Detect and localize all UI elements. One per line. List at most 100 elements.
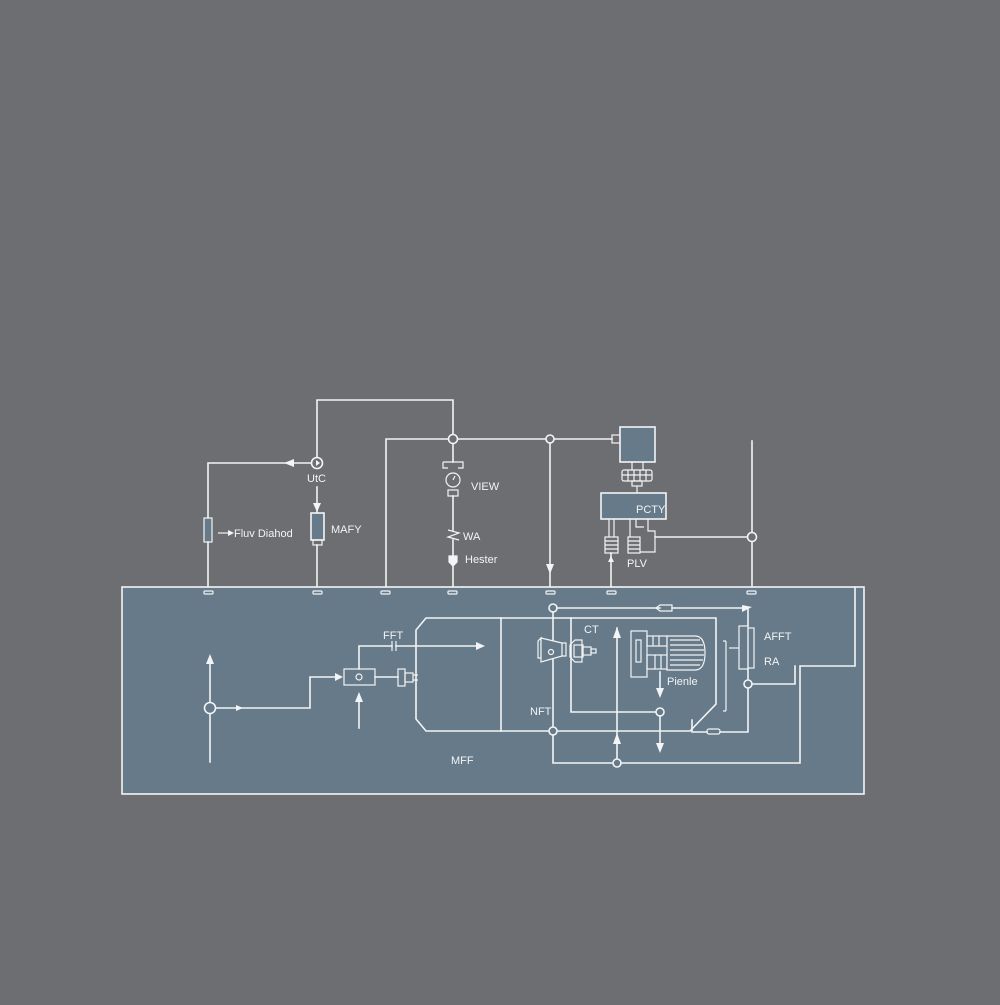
terminal-icon — [746, 590, 757, 595]
arrow-right-icon — [236, 705, 243, 711]
mafy-label: MAFY — [331, 524, 362, 536]
motor-fins-icon — [670, 639, 704, 666]
lower-panel: FFT CT NFT — [121, 586, 865, 795]
pump-neck-icon — [562, 642, 567, 657]
ra-label: RA — [764, 656, 780, 668]
motor-terminal-lines — [652, 636, 660, 646]
arrow-down-icon — [656, 743, 664, 753]
relay-junction-icon — [743, 679, 753, 689]
motor-junction-icon — [655, 707, 665, 717]
motor-mount-icon — [635, 639, 642, 663]
fft-group: FFT — [343, 630, 485, 729]
ct-loop-wire — [570, 617, 661, 713]
heatsink-foot-icon — [631, 480, 643, 487]
motor-coil-lines — [654, 655, 662, 669]
valve-right-stem — [629, 519, 644, 537]
pienle-label: Pienle — [667, 676, 698, 688]
mafy-group: MAFY — [310, 512, 362, 587]
afft-group: AFFT RA — [691, 605, 796, 735]
sensor-node-icon — [203, 701, 217, 715]
bottom-return-wire — [620, 586, 856, 764]
terminal-icon — [545, 590, 556, 595]
arrow-down-icon — [656, 688, 664, 698]
ct-label: CT — [584, 624, 599, 636]
nft-label: NFT — [530, 706, 552, 718]
arrow-up-icon — [613, 733, 621, 744]
arrow-right-icon — [742, 605, 752, 612]
relay-lower-wire — [719, 687, 749, 733]
utc-junction-arrow-icon — [316, 460, 320, 466]
connector-plug-icon — [611, 434, 621, 444]
arrow-up-icon — [613, 627, 621, 638]
resistor-lead-wire — [691, 719, 708, 733]
arrow-up-icon — [608, 556, 614, 562]
relay-right-wire — [751, 665, 796, 685]
label-pointer-arrow-icon — [228, 530, 234, 536]
valve-left-lines — [605, 540, 618, 550]
up-arrow-column — [612, 586, 856, 768]
arrow-right-icon — [335, 673, 343, 681]
terminal-icon — [312, 590, 323, 595]
plv-label: PLV — [627, 558, 648, 570]
riser-junction-icon — [746, 531, 758, 543]
heater-label: Hester — [465, 554, 498, 566]
heatsink-fins-icon — [622, 470, 652, 481]
nft-lower-wire — [552, 734, 614, 764]
heater-icon — [448, 555, 458, 567]
valve-return-wire — [640, 519, 656, 553]
terminal-icon — [203, 590, 214, 595]
mid-drop-group — [545, 434, 555, 587]
gauge-cap-icon — [442, 461, 464, 469]
panel-enclosure — [121, 586, 865, 795]
relay-bracket-icon — [723, 640, 727, 712]
inline-fuse-icon — [655, 604, 673, 612]
arrow-up-icon — [206, 654, 214, 664]
fuse-icon — [310, 512, 325, 541]
arrow-down-icon — [546, 564, 554, 574]
switch-contact-icon — [355, 673, 363, 681]
flow-diode-group: Fluv Diahod — [203, 517, 293, 587]
flow-diode-label: Fluv Diahod — [234, 528, 293, 540]
terminal-icon — [606, 590, 617, 595]
diode-icon — [203, 517, 213, 543]
valve-right-lines — [628, 540, 640, 550]
utc-node-group: UtC — [207, 456, 326, 519]
mff-label: MFF — [451, 755, 474, 767]
arrow-up-icon — [355, 692, 363, 702]
resistor-icon — [446, 529, 461, 541]
right-riser-group — [746, 440, 758, 587]
wa-label: WA — [463, 531, 481, 543]
coupler-cap-icon — [404, 672, 414, 683]
connector-tip-icon — [590, 648, 597, 654]
pcty-group: PCTY PLV — [600, 426, 748, 587]
pcty-block-icon — [600, 492, 667, 520]
terminal-icon — [447, 590, 458, 595]
terminal-icon — [380, 590, 391, 595]
nft-group: CT NFT — [530, 603, 749, 764]
arrow-right-icon — [476, 642, 485, 650]
view-junction-icon — [447, 433, 459, 445]
bottom-junction-icon — [612, 758, 622, 768]
nft-bottom-junction-icon — [548, 726, 558, 736]
valve-left-stem — [608, 519, 615, 537]
gauge-needle-icon — [452, 475, 456, 481]
top-loop-wire — [316, 399, 454, 464]
view-column-group: VIEW WA Hester — [442, 433, 500, 587]
pienle-group: Pienle — [630, 630, 706, 753]
arrow-left-icon — [284, 459, 294, 467]
main-bus-wire — [385, 438, 613, 587]
fft-label: FFT — [383, 630, 403, 642]
fft-upper-wire — [358, 645, 393, 670]
housing-outline — [415, 617, 717, 732]
motor-flange-icon — [630, 630, 648, 678]
left-branch-wire — [207, 462, 313, 519]
sensor-signal-wire — [215, 676, 339, 709]
gauge-base-icon — [447, 489, 459, 497]
arrow-down-icon — [313, 503, 321, 512]
pump-port-icon — [547, 648, 555, 656]
relay-contact-icon — [747, 627, 755, 669]
utc-label: UtC — [307, 473, 326, 485]
relay-coil-icon — [738, 625, 749, 670]
